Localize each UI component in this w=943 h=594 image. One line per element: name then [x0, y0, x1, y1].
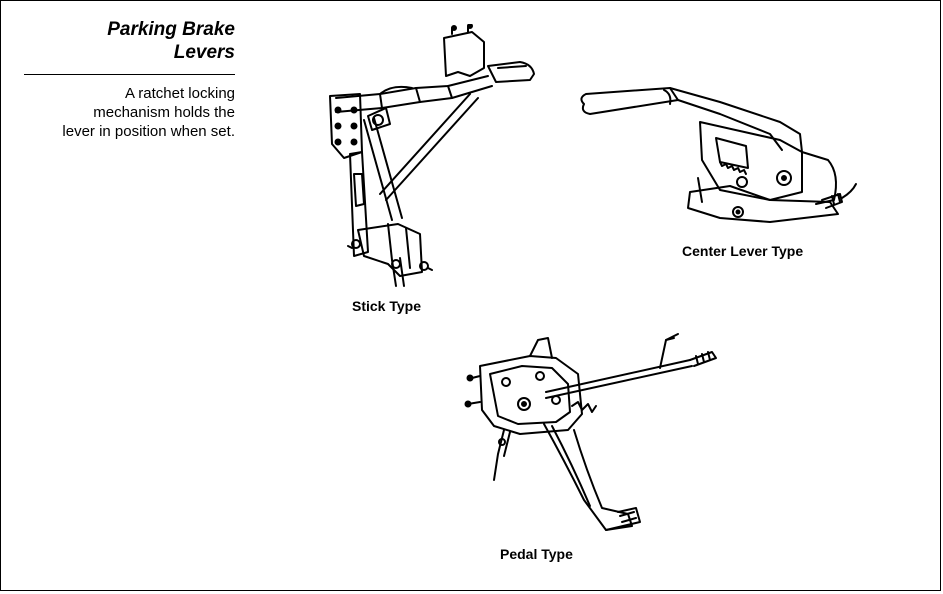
- center-lever-type-illustration: [570, 82, 860, 232]
- sidebar: Parking Brake Levers A ratchet locking m…: [24, 18, 235, 141]
- stick-type-illustration: [320, 24, 550, 294]
- section-title: Parking Brake Levers: [24, 18, 235, 64]
- description-line-2: mechanism holds the: [93, 104, 235, 121]
- section-title-line-2: Levers: [173, 42, 235, 63]
- section-title-line-1: Parking Brake: [107, 19, 235, 40]
- section-description: A ratchet locking mechanism holds the le…: [24, 84, 235, 141]
- pedal-type-illustration: [460, 330, 760, 540]
- description-line-1: A ratchet locking: [124, 85, 235, 102]
- description-line-3: lever in position when set.: [62, 123, 235, 140]
- center-lever-type-caption: Center Lever Type: [682, 243, 804, 259]
- stick-type-caption: Stick Type: [352, 298, 421, 314]
- pedal-type-caption: Pedal Type: [500, 546, 573, 562]
- title-divider: [24, 74, 235, 75]
